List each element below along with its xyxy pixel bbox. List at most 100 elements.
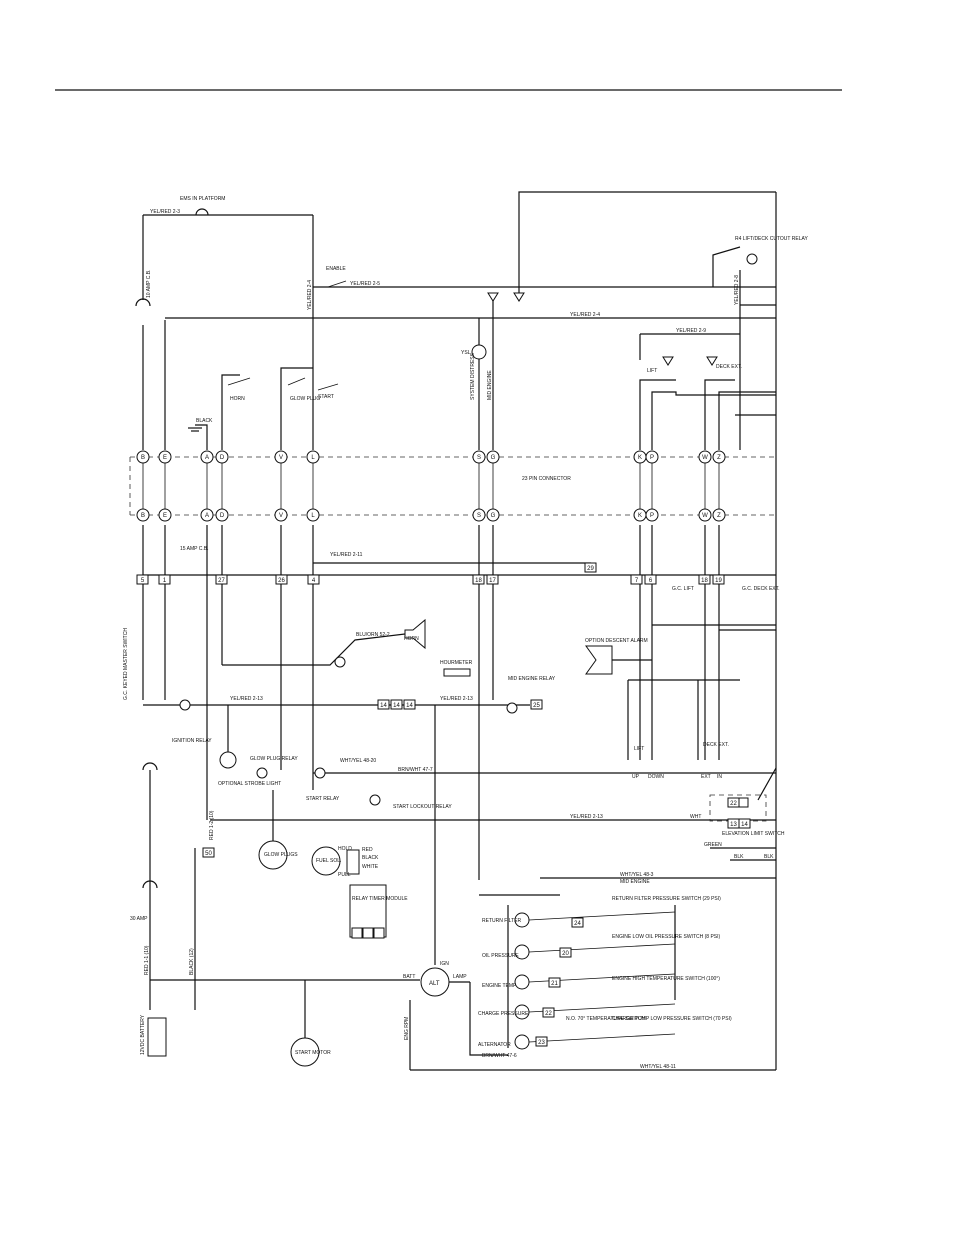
in-label: IN [717,774,722,780]
wire-box [202,847,215,858]
horn-wire [222,633,406,666]
wire-box [712,574,725,585]
wire-box [571,917,584,928]
horn-sw [227,377,251,386]
battery-vlabel: 12VDC BATTERY [140,1014,146,1055]
yelred-2-13-label-2: YEL/RED 2-13 [440,696,473,702]
cb10-symbol [135,298,151,307]
r4-wire [712,246,741,287]
diode-icon-4 [706,356,718,366]
elev-diag [757,767,777,801]
wire-box [215,574,228,585]
wire-box [542,1007,555,1018]
eng-rpm-vlabel: ENG RPM [404,1017,410,1040]
sw-no70-label: N.O. 70° TEMPERATURE SWITCH [566,1016,645,1022]
hourmeter-icon [443,668,471,677]
rtm-pin-2 [362,927,374,939]
wire-box-number: 1 [163,578,167,584]
ignition-relay-label: IGNITION RELAY [172,738,212,744]
wire-box [403,699,416,710]
blk-label-2: BLK [764,854,774,860]
diode-icon-2 [513,292,525,302]
gnd-switch-symbol [142,762,158,771]
connector-pin-label: E [163,455,167,461]
connector-pin-label: Z [717,455,721,461]
whtyel-48-3-label: WHT/YEL 48-3 [620,872,654,878]
fuel-sol-icon [311,846,341,876]
cb10-label: 10 AMP C.B. [146,269,152,298]
wire-box-number: 6 [649,578,653,584]
glow-relay-label: GLOW PLUG RELAY [250,756,298,762]
start-relay-coil-icon [314,767,326,779]
connector-pin-label: G [491,455,496,461]
horn-sw-wire [221,374,240,450]
frame-top [518,191,776,300]
wire-box-number: 14 [741,822,748,828]
deck-sw-wire2 [718,391,776,450]
lift-sw-wire [639,379,676,450]
wire-box [486,574,499,585]
wire-box [307,574,320,585]
connector-pin-label: P [650,513,654,519]
batt-label: BATT [403,974,415,980]
connector-pin-label: K [638,455,642,461]
wire-box-number: 20 [562,951,569,957]
glow-relay-coil-icon [256,767,268,779]
rtm-pin-3 [351,927,363,939]
gc-lift-label: G.C. LIFT [672,586,694,592]
wire-box [548,977,561,988]
wire-box-number: 21 [551,981,558,987]
black-label: BLACK [196,418,213,424]
lift-label-low: LIFT [634,746,644,752]
fuel-sol-label: FUEL SOL. [316,858,341,864]
brnwht-47-6-label: BRN/WHT 47-6 [482,1053,517,1059]
rtm-label: RELAY TIMER MODULE [352,896,408,902]
wire-box [535,1036,548,1047]
deck-sw-wire [704,379,735,450]
alt-label: ALT [429,981,440,987]
wire-box [136,574,149,585]
sensor-wire [528,1033,676,1043]
connector-pin-label: V [279,455,283,461]
strobe-label: OPTIONAL STROBE LIGHT [218,781,281,787]
wire-box [472,574,485,585]
diode-icon-1 [487,292,499,302]
hourmeter-label: HOURMETER [440,660,473,666]
oil-pressure-label: OIL PRESSURE [482,953,519,959]
gc-deck-label: G.C. DECK EXT. [742,586,780,592]
black-gnd-wire [195,424,208,450]
horn-icon [404,618,426,650]
ems-label: EMS IN PLATFORM [180,196,225,202]
sensor-lamp-icon [514,1034,530,1050]
wire-box [584,562,597,573]
wire-box-number: 18 [475,578,482,584]
horn-relay-coil-icon [334,656,346,668]
elev-limit-label: ELEVATION LIMIT SWITCH [722,831,785,837]
sw-oil-label: ENGINE LOW OIL PRESSURE SWITCH (8 PSI) [612,934,720,940]
sensor-lamp-icon [514,974,530,990]
wire-box-number: 25 [533,703,540,709]
wire-box [390,699,403,710]
red-1-2-vlabel: RED 1-2 (10) [209,810,215,840]
down-label: DOWN [648,774,664,780]
connector-pin-label: W [702,455,708,461]
wht-label: WHT [690,814,701,820]
engine-sensors [514,911,676,1050]
gc-keyed-vlabel: G.C. KEYED MASTER SWITCH [123,628,129,700]
wire-box-number: 18 [701,578,708,584]
wire-box-number: 29 [587,566,594,572]
pin-wires [142,463,720,509]
wire-box-number: 14 [393,703,400,709]
wire-box [377,699,390,710]
wire-box [559,947,572,958]
wire-box [530,699,543,710]
brnwht-47-7-label: BRN/WHT 47-7 [398,767,433,773]
pin23-label: 23 PIN CONNECTOR [522,476,571,482]
glow-plug-label: GLOW PLUG [290,396,320,402]
connector-pin-label: S [477,455,481,461]
glow-sw-wire [280,367,313,450]
whtyel-48-11-label: WHT/YEL 48-11 [640,1064,676,1070]
ysl-label: YSL [461,350,471,356]
horn-label: HORN [230,396,245,402]
wire-box [727,797,740,808]
